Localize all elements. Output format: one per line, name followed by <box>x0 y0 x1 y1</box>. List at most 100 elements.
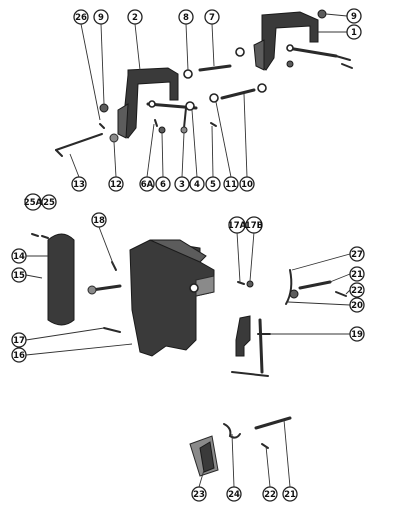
rod-13 <box>55 133 103 157</box>
callout-number: 26 <box>75 13 87 23</box>
cover-plate <box>31 233 75 326</box>
callout-circle <box>41 194 57 210</box>
callout-number: 19 <box>351 330 363 340</box>
callout-7: 7 <box>204 9 220 25</box>
leader-lines <box>25 13 351 488</box>
callout-circle <box>349 297 365 313</box>
callout-number: 23 <box>193 490 205 500</box>
callout-13: 13 <box>71 176 87 192</box>
bolt-18 <box>87 261 122 295</box>
callout-25A: 25A <box>24 193 43 211</box>
callout-circle <box>24 193 42 211</box>
callout-number: 17A <box>228 221 247 231</box>
callout-number: 15 <box>13 271 25 281</box>
callout-circle <box>189 176 205 192</box>
bottom-bracket-23 <box>189 435 219 477</box>
callout-circle <box>11 332 27 348</box>
callout-25: 25 <box>41 194 57 210</box>
callout-number: 27 <box>351 250 363 260</box>
callout-number: 10 <box>241 180 253 190</box>
callout-9: 9 <box>93 9 109 25</box>
clamp-bracket-left <box>117 67 179 139</box>
pin-lower <box>209 83 267 103</box>
callout-10: 10 <box>239 176 255 192</box>
swivel-bracket <box>129 239 215 357</box>
callout-11: 11 <box>223 176 239 192</box>
callout-9: 9 <box>346 8 362 24</box>
callout-6A: 6A <box>139 176 155 192</box>
callout-20: 20 <box>349 297 365 313</box>
callout-number: 17 <box>13 336 25 346</box>
callout-circle <box>11 347 27 363</box>
callout-number: 17B <box>245 221 263 231</box>
callout-circle <box>71 176 87 192</box>
callout-circle <box>11 267 27 283</box>
callout-number: 21 <box>284 490 296 500</box>
callout-circle <box>349 246 365 262</box>
callout-number: 16 <box>13 351 25 361</box>
callout-number: 18 <box>93 216 105 226</box>
callout-circle <box>178 9 194 25</box>
callout-circle <box>262 486 278 502</box>
pin-21-bottom <box>254 416 292 449</box>
callout-18: 18 <box>91 212 107 228</box>
callout-21: 21 <box>349 266 365 282</box>
callout-number: 13 <box>73 180 85 190</box>
callout-number: 25 <box>43 198 55 208</box>
callout-27: 27 <box>349 246 365 262</box>
clamp-bracket-right <box>253 11 319 71</box>
callout-4: 4 <box>189 176 205 192</box>
callout-circle <box>127 9 143 25</box>
callout-number: 22 <box>264 490 276 500</box>
callout-circle <box>204 9 220 25</box>
nut-left <box>99 103 119 143</box>
callout-circle <box>73 9 89 25</box>
callout-circle <box>239 176 255 192</box>
callout-circle <box>205 176 221 192</box>
callout-circle <box>349 266 365 282</box>
callout-circle <box>91 212 107 228</box>
callout-number: 4 <box>194 180 200 190</box>
tilt-lever <box>231 315 271 377</box>
callout-number: 20 <box>351 301 363 311</box>
callout-17B: 17B <box>245 216 263 234</box>
callout-number: 5 <box>210 180 216 190</box>
callout-number: 6 <box>160 180 166 190</box>
callout-number: 21 <box>351 270 363 280</box>
callout-3: 3 <box>174 176 190 192</box>
callout-number: 24 <box>228 490 240 500</box>
callout-circle <box>93 9 109 25</box>
callout-circle <box>349 282 365 298</box>
callout-5: 5 <box>205 176 221 192</box>
callout-number: 22 <box>351 286 363 296</box>
callout-circle <box>245 216 263 234</box>
callout-number: 9 <box>98 13 104 23</box>
callout-1: 1 <box>346 24 362 40</box>
callout-circle <box>226 486 242 502</box>
callout-22: 22 <box>349 282 365 298</box>
callout-24: 24 <box>226 486 242 502</box>
callout-circle <box>228 216 246 234</box>
pin-upper <box>183 47 245 79</box>
callout-21: 21 <box>282 486 298 502</box>
callout-circle <box>108 176 124 192</box>
callout-16: 16 <box>11 347 27 363</box>
callout-number: 6A <box>141 180 154 190</box>
clamp-screw-right <box>286 9 353 69</box>
callout-8: 8 <box>178 9 194 25</box>
callout-number: 12 <box>110 180 122 190</box>
callout-circle <box>282 486 298 502</box>
small-washers-left <box>154 119 217 134</box>
callout-circle <box>155 176 171 192</box>
callout-14: 14 <box>11 248 27 264</box>
callout-number: 1 <box>351 28 357 38</box>
callout-circle <box>349 326 365 342</box>
callout-circle <box>223 176 239 192</box>
callout-circle <box>191 486 207 502</box>
callout-15: 15 <box>11 267 27 283</box>
callout-number: 11 <box>225 180 237 190</box>
callout-26: 26 <box>73 9 89 25</box>
callout-17: 17 <box>11 332 27 348</box>
